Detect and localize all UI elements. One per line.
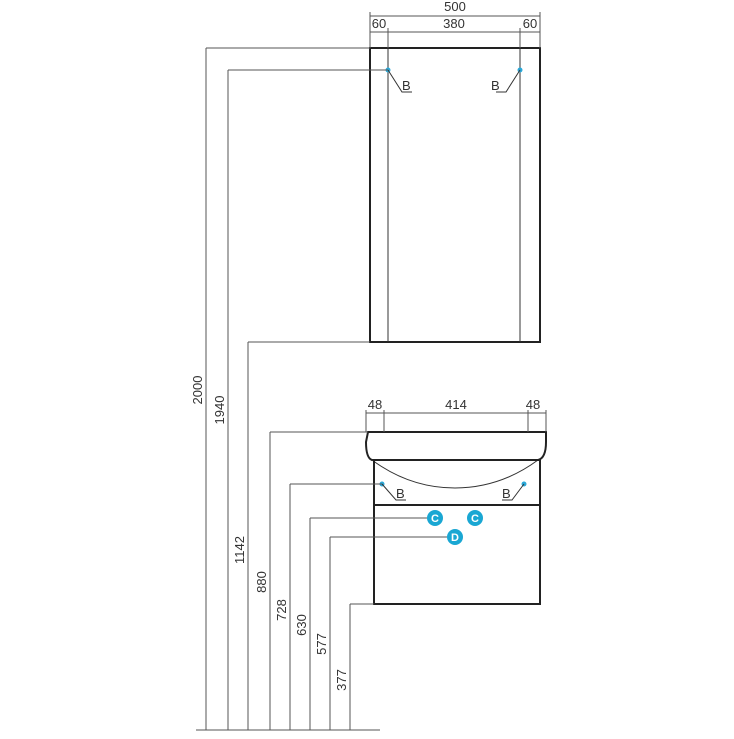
vanity-unit xyxy=(364,431,547,605)
cabinet-width-dimensions: 500 60 380 60 xyxy=(369,0,541,48)
connection-d-badge xyxy=(447,529,463,545)
height-880-label: 880 xyxy=(254,571,269,593)
height-630-label: 630 xyxy=(294,614,309,636)
cabinet-right-side-label: 60 xyxy=(523,16,537,31)
vanity-mount-points: B B xyxy=(379,481,527,501)
connection-d-label: D xyxy=(451,532,459,544)
cabinet-left-side-label: 60 xyxy=(372,16,386,31)
mount-b-left-label: B xyxy=(402,78,411,93)
height-577-label: 577 xyxy=(314,633,329,655)
cabinet-inner-width-label: 380 xyxy=(443,16,465,31)
vanity-mount-b-right-label: B xyxy=(502,486,511,501)
height-1142-label: 1142 xyxy=(232,536,247,564)
connection-c-right-badge xyxy=(467,510,483,526)
vanity-cabinet xyxy=(373,459,541,605)
cabinet-total-width-label: 500 xyxy=(444,0,466,14)
vanity-right-side-label: 48 xyxy=(526,397,540,412)
washbasin-top xyxy=(364,431,547,461)
wall-cabinet xyxy=(369,47,541,343)
vanity-inner-width-label: 414 xyxy=(445,397,467,412)
height-1940-label: 1940 xyxy=(212,396,227,425)
height-dimensions: 2000 1940 1142 880 728 630 577 377 xyxy=(190,47,447,731)
connection-badges: C C D xyxy=(427,510,483,545)
vanity-mount-b-left-label: B xyxy=(396,486,405,501)
vanity-width-dimensions: 48 414 48 xyxy=(365,397,547,432)
connection-c-right-label: C xyxy=(471,513,479,525)
height-728-label: 728 xyxy=(274,599,289,621)
mount-b-right-label: B xyxy=(491,78,500,93)
vanity-left-side-label: 48 xyxy=(368,397,382,412)
connection-c-left-label: C xyxy=(431,513,439,525)
cabinet-outline xyxy=(369,47,541,343)
height-2000-label: 2000 xyxy=(190,376,205,405)
cabinet-mount-points: B B xyxy=(385,67,523,93)
washbasin-bowl xyxy=(371,459,539,489)
height-377-label: 377 xyxy=(334,669,349,691)
connection-c-left-badge xyxy=(427,510,443,526)
